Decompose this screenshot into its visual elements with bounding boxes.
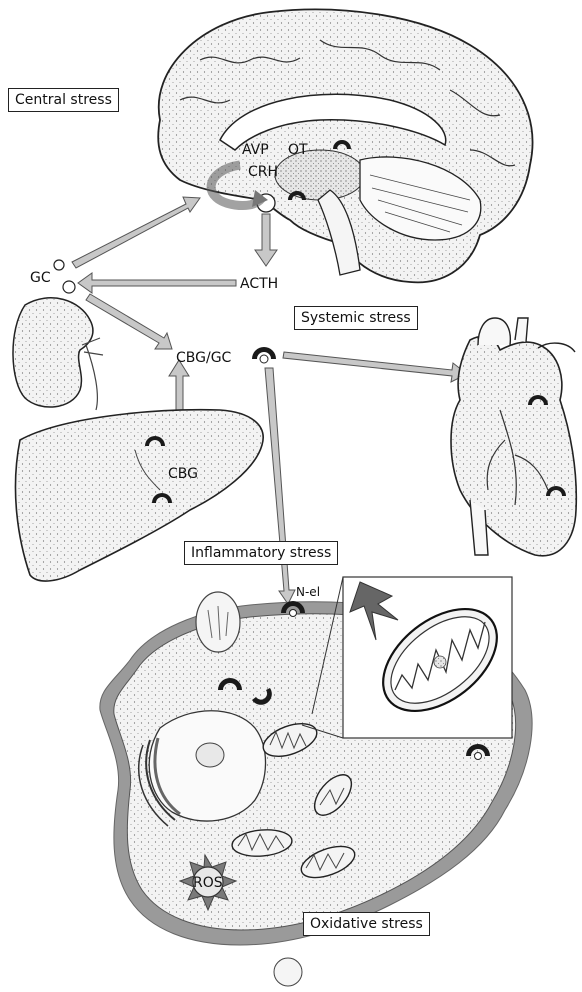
arrow-acth-to-gc — [78, 273, 236, 293]
ros-label: ROS — [193, 875, 223, 891]
arrow-pituitary-to-acth — [255, 214, 277, 266]
n-el-label: N-el — [296, 585, 320, 599]
inflammatory-stress-label: Inflammatory stress — [184, 541, 338, 565]
ot-label: OT — [288, 142, 308, 158]
oxidative-stress-label: Oxidative stress — [303, 912, 430, 936]
arrow-cbg-to-cbggc — [169, 360, 189, 410]
arrow-gc-to-brain — [72, 197, 200, 268]
cbg-gc-label: CBG/GC — [176, 350, 232, 366]
gc-label: GC — [30, 270, 51, 286]
arrow-cbggc-to-cell — [265, 368, 295, 604]
crh-label: CRH — [248, 164, 278, 180]
acth-label: ACTH — [240, 276, 278, 292]
arrow-adrenal-to-cbg — [86, 294, 172, 349]
central-stress-label: Central stress — [8, 88, 119, 112]
heart-illustration — [451, 318, 576, 556]
arrow-cbggc-to-heart — [283, 352, 467, 382]
systemic-stress-label: Systemic stress — [294, 306, 418, 330]
cbg-label: CBG — [168, 466, 198, 482]
avp-label: AVP — [242, 142, 269, 158]
cbg-gc-node: CBG/GC — [176, 347, 276, 366]
brain-illustration: AVP OT CRH — [158, 9, 532, 282]
